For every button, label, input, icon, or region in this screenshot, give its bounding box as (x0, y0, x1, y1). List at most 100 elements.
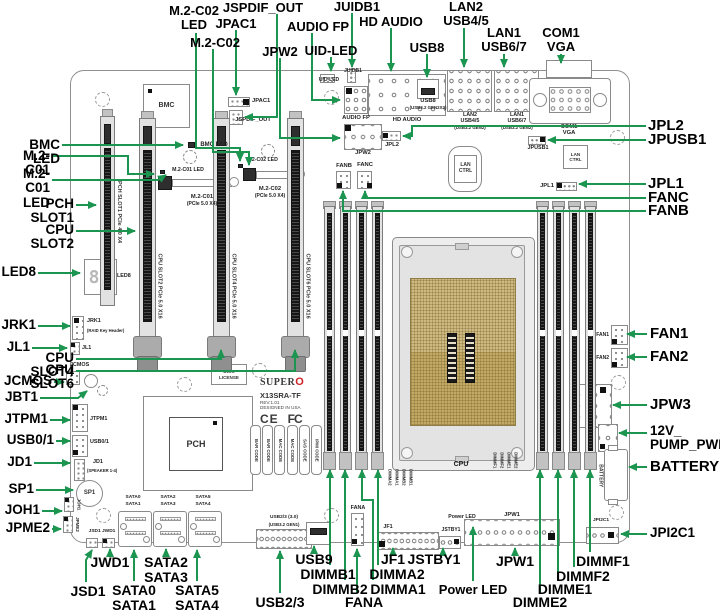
usb8-sub: (USB3.2 GEN2X2) (409, 104, 447, 110)
dimm-slot-left-1-tab-bottom (323, 452, 336, 470)
dimm-caption-f2: DIMMF2 (499, 451, 505, 469)
callout-jcmos: JCMOS (3, 373, 52, 388)
mounting-hole-3 (610, 130, 625, 145)
callout-dimme1: DIMME1 (537, 581, 593, 597)
vga-text: VGA (562, 129, 576, 136)
sata-conn-1-screw-b (143, 536, 150, 543)
lan1-text2: USB6/7 (507, 118, 527, 125)
callout-battery: BATTERY (650, 458, 720, 475)
callout-lan1-usb67: LAN1 USB6/7 (481, 25, 527, 54)
callout-m2-c01-led: M.2-C01 LED (23, 166, 50, 210)
cpu-slot6-label: CPU SLOT6 PCIe 5.0 X16 (305, 253, 312, 319)
audio-fp-header (344, 86, 368, 114)
mounting-hole-2 (324, 90, 339, 105)
cpu-slot2-key (143, 126, 152, 146)
callout-jsd1: JSD1 (70, 583, 106, 599)
jpl1-key (557, 183, 562, 188)
sata-conn-2-port-b (160, 531, 181, 535)
cpu-slot6-key (291, 126, 300, 146)
callout-pump-pwr1: 12V_ PUMP_PWR1 (650, 423, 720, 453)
board-model-text: X13SRA-TF (260, 391, 301, 400)
mounting-hole-7 (324, 508, 339, 523)
jpw1-key (548, 533, 555, 540)
m2-c02-conn (243, 168, 256, 181)
vga-dsub (549, 87, 591, 113)
fanc-text: FANC (357, 161, 373, 168)
led8-digit-1: 8 (88, 266, 101, 288)
jpw2-text: JPW2 (355, 149, 371, 156)
lan-ctrl-chip2: LAN CTRL (563, 145, 588, 169)
fanb-text: FANB (336, 162, 352, 169)
callout-juidb1: JUIDB1 (333, 0, 381, 14)
usb8-text: USB8 (420, 97, 436, 104)
cpu-notch-bottom (455, 456, 469, 463)
mounting-hole-5 (609, 505, 624, 520)
cpu-notch-top (455, 243, 469, 250)
sata-conn-2-screw-a (155, 523, 162, 530)
usb23-sub: (USB3.2 GEN1) (268, 521, 300, 527)
sata-conn-1-port-b (125, 531, 146, 535)
callout-jpw3: JPW3 (650, 396, 691, 413)
mounting-hole-4 (611, 375, 626, 390)
cpu-screw-tl (401, 246, 413, 258)
joh1-header (64, 497, 74, 512)
sata-conn-3-text-1: SATA5 (195, 495, 211, 501)
callout-jspdif-out: JSPDIF_OUT (222, 0, 304, 15)
callout-usb9: USB9 (295, 551, 333, 567)
m2-c02-text: M.2-C02 (258, 185, 282, 192)
callout-jpi2c1: JPI2C1 (650, 525, 696, 540)
m2-c02-sub: (PCIe 5.0 X4) (254, 193, 286, 200)
callout-jtpm1: JTPM1 (4, 411, 48, 426)
jwd1-key (103, 539, 107, 543)
bmc-led-comp (188, 142, 195, 148)
callout-jwd1: JWD1 (90, 554, 130, 570)
m2-c01-led-text: M.2-C01 LED (172, 167, 204, 174)
usb01-text: USB0/1 (90, 439, 109, 446)
board-made-text: DESIGNED IN USA (260, 405, 301, 410)
cpu-slot2-pins (143, 150, 152, 322)
fan1-key (612, 339, 617, 344)
sata-conn-3-port-b (195, 531, 216, 535)
callout-jf1: JF1 (380, 551, 406, 567)
callout-power-led: Power LED (438, 582, 508, 597)
jpi2c1-text: JPI2C1 (593, 518, 609, 524)
jtpm1-key (73, 405, 78, 410)
dimm-caption-a2: DIMMA2 (387, 468, 393, 486)
fcc-mark: FC (287, 412, 303, 426)
audio-fp-text: AUDIO FP (342, 114, 370, 121)
jpl1-text: JPL1 (540, 182, 554, 189)
jpi2c1-header (586, 527, 619, 544)
dimm-slot-left-2-notch (343, 330, 348, 336)
cpu-slot4-pins (217, 150, 226, 322)
sata-conn-2-text-1: SATA2 (160, 495, 176, 501)
jsd1-jwd1-text: JSD1 JWD1 (88, 529, 116, 535)
jl1-header (70, 342, 80, 355)
callout-usb8: USB8 (409, 40, 445, 55)
pch-die: PCH (169, 417, 223, 471)
sata-conn-3-screw-b (213, 536, 220, 543)
jpme2-header (63, 516, 73, 533)
pch-slot1-key (104, 124, 111, 144)
jpw2-key (345, 125, 351, 131)
m2-c01-sub: (PCIe 5.0 X4) (186, 201, 218, 208)
barcode-3: MAC CODE (274, 425, 286, 475)
sata-conn-3-screw-a (190, 523, 197, 530)
battery-holder (604, 449, 628, 501)
hd-audio-text: HD AUDIO (392, 116, 422, 123)
lan2-text2: USB4/5 (460, 118, 480, 125)
callout-pch-slot1: PCH SLOT1 (30, 196, 74, 226)
jcmos-header (66, 371, 80, 385)
cpu-center-pads-right (465, 333, 475, 383)
dimm-caption-a1: DIMMA1 (394, 468, 400, 486)
ce-mark: CE (260, 412, 279, 426)
com1-port (546, 60, 592, 78)
callout-joh1: JOH1 (4, 502, 40, 517)
sata-conn-2-port-a (160, 517, 181, 521)
sata-conn-3-port-a (195, 517, 216, 521)
callout-lan2-usb45: LAN2 USB4/5 (443, 0, 489, 28)
dimm-slot-right-1-tab-bottom (536, 452, 549, 470)
callout-jd1: JD1 (7, 454, 32, 469)
barcode-4: MAC CODE (286, 425, 298, 475)
sata-conn-2-screw-b (178, 536, 185, 543)
cpu-text: CPU (453, 461, 469, 469)
